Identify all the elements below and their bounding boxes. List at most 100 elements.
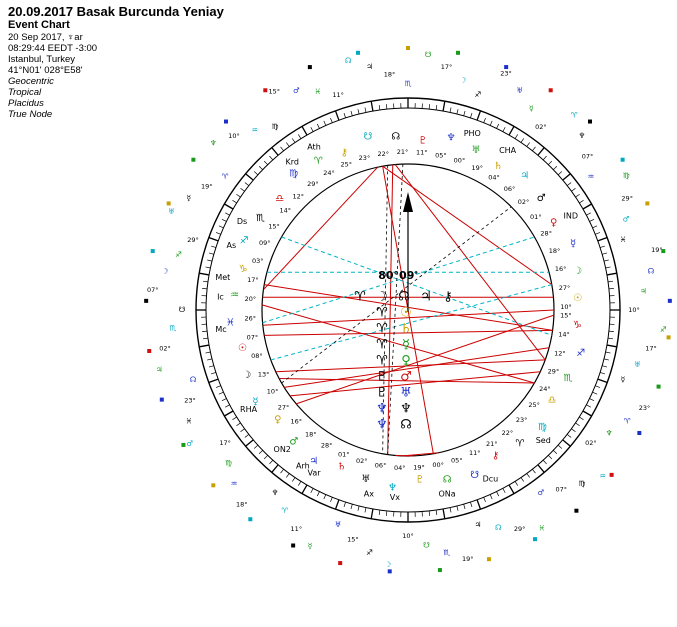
degree-tick <box>428 104 430 110</box>
planet-glyph: ☿ <box>570 238 576 249</box>
degree-tick <box>449 507 452 513</box>
outer-glyph: ♈ <box>571 110 578 119</box>
degree-tick <box>310 488 314 493</box>
degree-tick <box>520 477 525 482</box>
degree-tick <box>571 188 576 192</box>
outer-glyph: ♐ <box>366 548 373 557</box>
center-glyph: ☊ <box>400 418 412 433</box>
aspect-line-red <box>387 164 394 455</box>
planet-glyph: ♂ <box>537 193 546 204</box>
inner-degree-label: 08° <box>251 352 263 360</box>
degree-tick <box>323 494 327 500</box>
degree-tick <box>553 165 558 170</box>
outer-degree-label: 02° <box>535 123 547 131</box>
outer-marker <box>159 397 164 402</box>
degree-tick <box>520 138 525 143</box>
inner-degree-label: 23° <box>516 416 528 424</box>
outer-glyph: ♒ <box>599 471 606 480</box>
outer-marker <box>406 46 410 50</box>
outer-degree-label: 17° <box>441 63 453 71</box>
center-glyph: ♆ <box>376 418 388 433</box>
degree-tick <box>343 502 346 507</box>
outer-glyph-ring: 10°♃☊19°♓♂29°♍♒07°♆♈02°☿♅23°♐☽17°☋♏18°♃☊… <box>144 46 672 574</box>
chart-type-label: Event Chart <box>8 19 70 31</box>
degree-tick <box>532 146 536 152</box>
inner-degree-label: 27° <box>559 284 571 292</box>
center-glyph: ♆ <box>376 402 388 417</box>
inner-degree-label: 13° <box>258 370 270 378</box>
inner-degree-label: 27° <box>278 403 290 411</box>
aspect-lines <box>261 164 555 457</box>
degree-tick <box>597 378 608 384</box>
outer-degree-label: 18° <box>236 501 248 509</box>
inner-degree-label: 00° <box>454 157 466 165</box>
degree-tick <box>301 126 308 136</box>
planet-glyph: ♆ <box>388 482 397 493</box>
inner-degree-label: 26° <box>244 314 256 322</box>
outer-marker <box>191 157 196 162</box>
planet-glyph: ☽ <box>242 370 251 381</box>
planet-glyph: ⚷ <box>341 147 348 158</box>
chart-title: 20.09.2017 Basak Burcunda Yeniay <box>8 4 224 19</box>
outer-glyph: ♓ <box>538 523 545 532</box>
degree-tick <box>298 134 302 139</box>
inner-degree-label: 07° <box>247 333 259 341</box>
degree-tick <box>263 160 268 165</box>
outer-glyph: ☿ <box>529 104 534 113</box>
degree-tick <box>537 147 545 156</box>
degree-tick <box>605 351 611 354</box>
inner-point-label: IND <box>564 212 579 221</box>
inner-degree-label: 28° <box>540 229 552 237</box>
center-glyph: ♃ <box>420 290 432 305</box>
center-glyph: ♈ <box>354 290 366 305</box>
outer-marker <box>147 348 152 353</box>
aspect-line-red <box>289 371 541 397</box>
degree-tick <box>224 203 234 210</box>
degree-tick <box>280 146 284 152</box>
aspect-line-red <box>295 314 555 405</box>
degree-tick <box>298 481 302 486</box>
planet-glyph: ♑ <box>239 264 248 275</box>
center-glyph: ♈ <box>376 338 388 353</box>
inner-degree-label: 12° <box>292 192 304 200</box>
center-degree-label: 80°09' <box>378 269 417 282</box>
inner-degree-label: 23° <box>359 154 371 162</box>
inner-degree-label: 01° <box>338 450 350 458</box>
degree-tick <box>386 510 388 516</box>
degree-tick <box>562 173 571 181</box>
outer-glyph: ♐ <box>660 325 667 334</box>
inner-point-label: Var <box>307 468 321 477</box>
inner-degree-label: 15° <box>268 222 280 230</box>
outer-marker <box>150 249 155 254</box>
degree-tick <box>240 188 245 192</box>
outer-glyph: ♈ <box>222 172 229 181</box>
inner-degree-label: 29° <box>548 368 560 376</box>
outer-marker <box>356 50 361 55</box>
aspect-line-red <box>394 164 546 361</box>
planet-glyph: ♃ <box>520 171 529 182</box>
degree-tick <box>334 110 340 121</box>
outer-degree-label: 29° <box>514 525 526 533</box>
outer-glyph: ☋ <box>179 305 186 314</box>
degree-tick <box>470 113 473 118</box>
degree-tick <box>334 499 340 510</box>
outer-glyph: ☊ <box>648 267 655 276</box>
degree-tick <box>442 508 446 519</box>
inner-point-label: ON2 <box>274 445 291 454</box>
degree-tick <box>253 171 259 176</box>
center-glyph: ☽ <box>376 290 388 305</box>
outer-marker <box>144 298 149 303</box>
degree-tick <box>221 218 227 222</box>
degree-tick <box>579 416 584 420</box>
degree-ticks <box>196 98 620 522</box>
degree-tick <box>207 259 213 262</box>
outer-degree-label: 29° <box>621 194 633 202</box>
date-line: 20 Sep 2017, ♆ar <box>8 32 83 43</box>
inner-degree-label: 06° <box>375 462 387 470</box>
degree-tick <box>571 428 576 432</box>
option-tropical: Tropical <box>8 87 42 98</box>
inner-degree-label: 10° <box>267 387 279 395</box>
inner-degree-label: 05° <box>451 456 463 464</box>
degree-tick <box>350 504 353 510</box>
planet-glyph: ♏ <box>256 213 265 224</box>
